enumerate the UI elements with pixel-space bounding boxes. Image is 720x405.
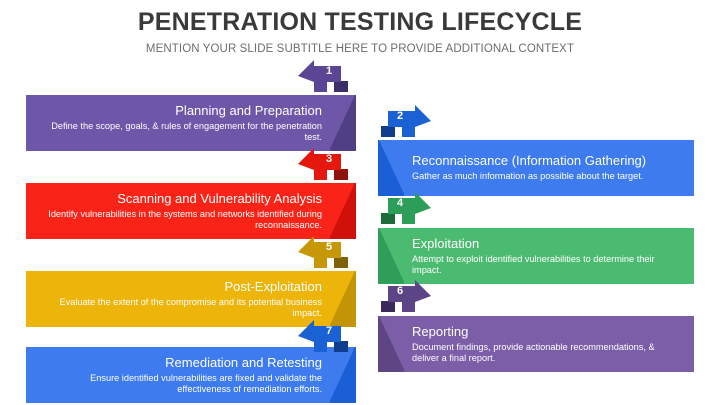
badge-fold xyxy=(381,126,395,137)
badge-fold xyxy=(334,341,348,352)
stage-bar xyxy=(378,316,694,372)
arrow-left-icon xyxy=(298,148,348,180)
badge-number: 4 xyxy=(396,197,404,209)
badge-arrow-shape xyxy=(388,280,431,312)
badge-number: 6 xyxy=(396,285,404,297)
stage-badge-7[interactable]: 7 xyxy=(298,320,348,354)
stage-bar xyxy=(26,95,356,151)
stage-bar xyxy=(26,271,356,327)
stage-title: Reconnaissance (Information Gathering) xyxy=(412,153,647,169)
badge-number: 5 xyxy=(325,241,333,253)
page-subtitle: MENTION YOUR SLIDE SUBTITLE HERE TO PROV… xyxy=(145,43,575,55)
badge-arrow-shape xyxy=(298,236,341,268)
stage-shade-wedge xyxy=(330,271,356,327)
badge-fold xyxy=(334,81,348,92)
badge-arrow-shape xyxy=(298,148,341,180)
badge-arrow-shape xyxy=(388,105,431,137)
badge-fold xyxy=(334,169,348,180)
stage-shade-wedge xyxy=(330,183,356,239)
stage-description: Evaluate the extent of the compromise an… xyxy=(59,296,322,319)
stage-shade-wedge xyxy=(378,228,404,284)
stage-description: Attempt to exploit identified vulnerabil… xyxy=(412,253,655,276)
stage-bar xyxy=(378,228,694,284)
badge-number: 7 xyxy=(325,325,333,337)
badge-number: 2 xyxy=(396,110,404,122)
stage-description: Identify vulnerabilities in the systems … xyxy=(48,208,322,231)
page-title: PENETRATION TESTING LIFECYCLE xyxy=(137,8,583,36)
stage-bar xyxy=(378,140,694,196)
stage-description: Ensure identified vulnerabilities are fi… xyxy=(90,372,322,395)
arrow-right-icon xyxy=(381,192,431,224)
arrow-left-icon xyxy=(298,60,348,92)
stage-badge-4[interactable]: 4 xyxy=(381,192,431,226)
stage-badge-5[interactable]: 5 xyxy=(298,236,348,270)
stage-bar xyxy=(26,347,356,403)
stage-shade-wedge xyxy=(330,95,356,151)
stage-title: Remediation and Retesting xyxy=(165,354,322,370)
stage-badge-2[interactable]: 2 xyxy=(381,105,431,139)
stage-shade-wedge xyxy=(378,316,404,372)
badge-arrow-shape xyxy=(388,192,431,224)
stage-bar xyxy=(26,183,356,239)
badge-arrow-shape xyxy=(298,60,341,92)
badge-fold xyxy=(381,213,395,224)
arrow-left-icon xyxy=(298,320,348,352)
stage-badge-1[interactable]: 1 xyxy=(298,60,348,94)
badge-arrow-shape xyxy=(298,320,341,352)
stage-badge-3[interactable]: 3 xyxy=(298,148,348,182)
stage-description: Gather as much information as possible a… xyxy=(412,171,644,182)
stage-text-block: Reconnaissance (Information Gathering) Ga… xyxy=(412,140,680,196)
stage-title: Post-Exploitation xyxy=(224,278,322,294)
arrow-right-icon xyxy=(381,280,431,312)
stage-title: Planning and Preparation xyxy=(175,102,322,118)
arrow-left-icon xyxy=(298,236,348,268)
stage-badge-6[interactable]: 6 xyxy=(381,280,431,314)
stage-shade-wedge xyxy=(378,140,404,196)
stage-description: Define the scope, goals, & rules of enga… xyxy=(51,120,322,143)
stage-title: Scanning and Vulnerability Analysis xyxy=(117,190,322,206)
stage-shade-wedge xyxy=(330,347,356,403)
arrow-right-icon xyxy=(381,105,431,137)
badge-number: 3 xyxy=(325,153,333,165)
badge-fold xyxy=(381,301,395,312)
stage-title: Exploitation xyxy=(412,235,480,251)
slide-header: PENETRATION TESTING LIFECYCLE MENTION YO… xyxy=(0,0,720,55)
badge-fold xyxy=(334,257,348,268)
badge-number: 1 xyxy=(325,65,333,77)
stage-description: Document findings, provide actionable re… xyxy=(412,341,655,364)
stage-title: Reporting xyxy=(412,323,469,339)
stage-2[interactable]: Reconnaissance (Information Gathering) Ga… xyxy=(378,140,694,196)
